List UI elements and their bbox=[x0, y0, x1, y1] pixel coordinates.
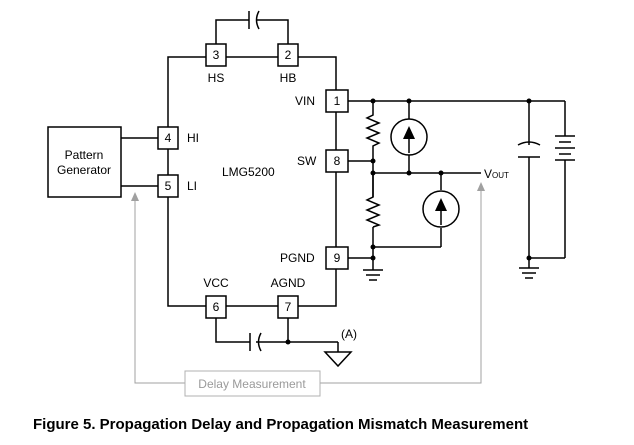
pin-1-number: 1 bbox=[334, 94, 341, 108]
bulk-capacitor bbox=[517, 141, 541, 158]
resistor-lower bbox=[365, 173, 382, 228]
agnd-ground-symbol bbox=[323, 342, 353, 368]
pin-3-label: HS bbox=[208, 71, 225, 85]
resistor-upper bbox=[365, 101, 381, 150]
delay-measurement-label: Delay Measurement bbox=[198, 377, 306, 391]
power-network bbox=[348, 98, 566, 270]
pin-8-number: 8 bbox=[334, 154, 341, 168]
vout-main: V bbox=[484, 167, 492, 181]
pin-7-number: 7 bbox=[285, 300, 292, 314]
pin-6-label: VCC bbox=[203, 276, 229, 290]
figure-caption: Figure 5. Propagation Delay and Propagat… bbox=[33, 416, 528, 433]
delay-measurement-wiring bbox=[131, 182, 485, 384]
bootstrap-capacitor bbox=[215, 10, 289, 44]
pin-2-label: HB bbox=[280, 71, 297, 85]
current-source-upper bbox=[390, 118, 428, 156]
pin-6-number: 6 bbox=[213, 300, 220, 314]
delay-measurement-box bbox=[184, 370, 321, 397]
pin-8-label: SW bbox=[297, 154, 317, 168]
pattern-generator-line1: Pattern bbox=[65, 148, 104, 162]
pin-5-label: LI bbox=[187, 179, 197, 193]
pattern-generator-box bbox=[47, 126, 122, 198]
ic-name: LMG5200 bbox=[222, 165, 275, 179]
battery-symbol bbox=[555, 135, 575, 161]
pin-7-label: AGND bbox=[271, 276, 306, 290]
pin-2-number: 2 bbox=[285, 48, 292, 62]
vout-subscript: OUT bbox=[492, 171, 509, 180]
pgnd-ground-symbol bbox=[363, 269, 383, 281]
vout-label: VOUT bbox=[484, 167, 509, 181]
vcc-capacitor bbox=[215, 318, 338, 352]
current-source-lower bbox=[422, 190, 460, 228]
pin-3-number: 3 bbox=[213, 48, 220, 62]
note-a: (A) bbox=[341, 327, 357, 341]
pin-9-number: 9 bbox=[334, 251, 341, 265]
pin-4-label: HI bbox=[187, 131, 199, 145]
supply-ground-symbol bbox=[519, 267, 539, 279]
pin-4-number: 4 bbox=[165, 131, 172, 145]
pin-5-number: 5 bbox=[165, 179, 172, 193]
pattern-generator-line2: Generator bbox=[57, 163, 111, 177]
pin-1-label: VIN bbox=[295, 94, 315, 108]
pin-9-label: PGND bbox=[280, 251, 315, 265]
